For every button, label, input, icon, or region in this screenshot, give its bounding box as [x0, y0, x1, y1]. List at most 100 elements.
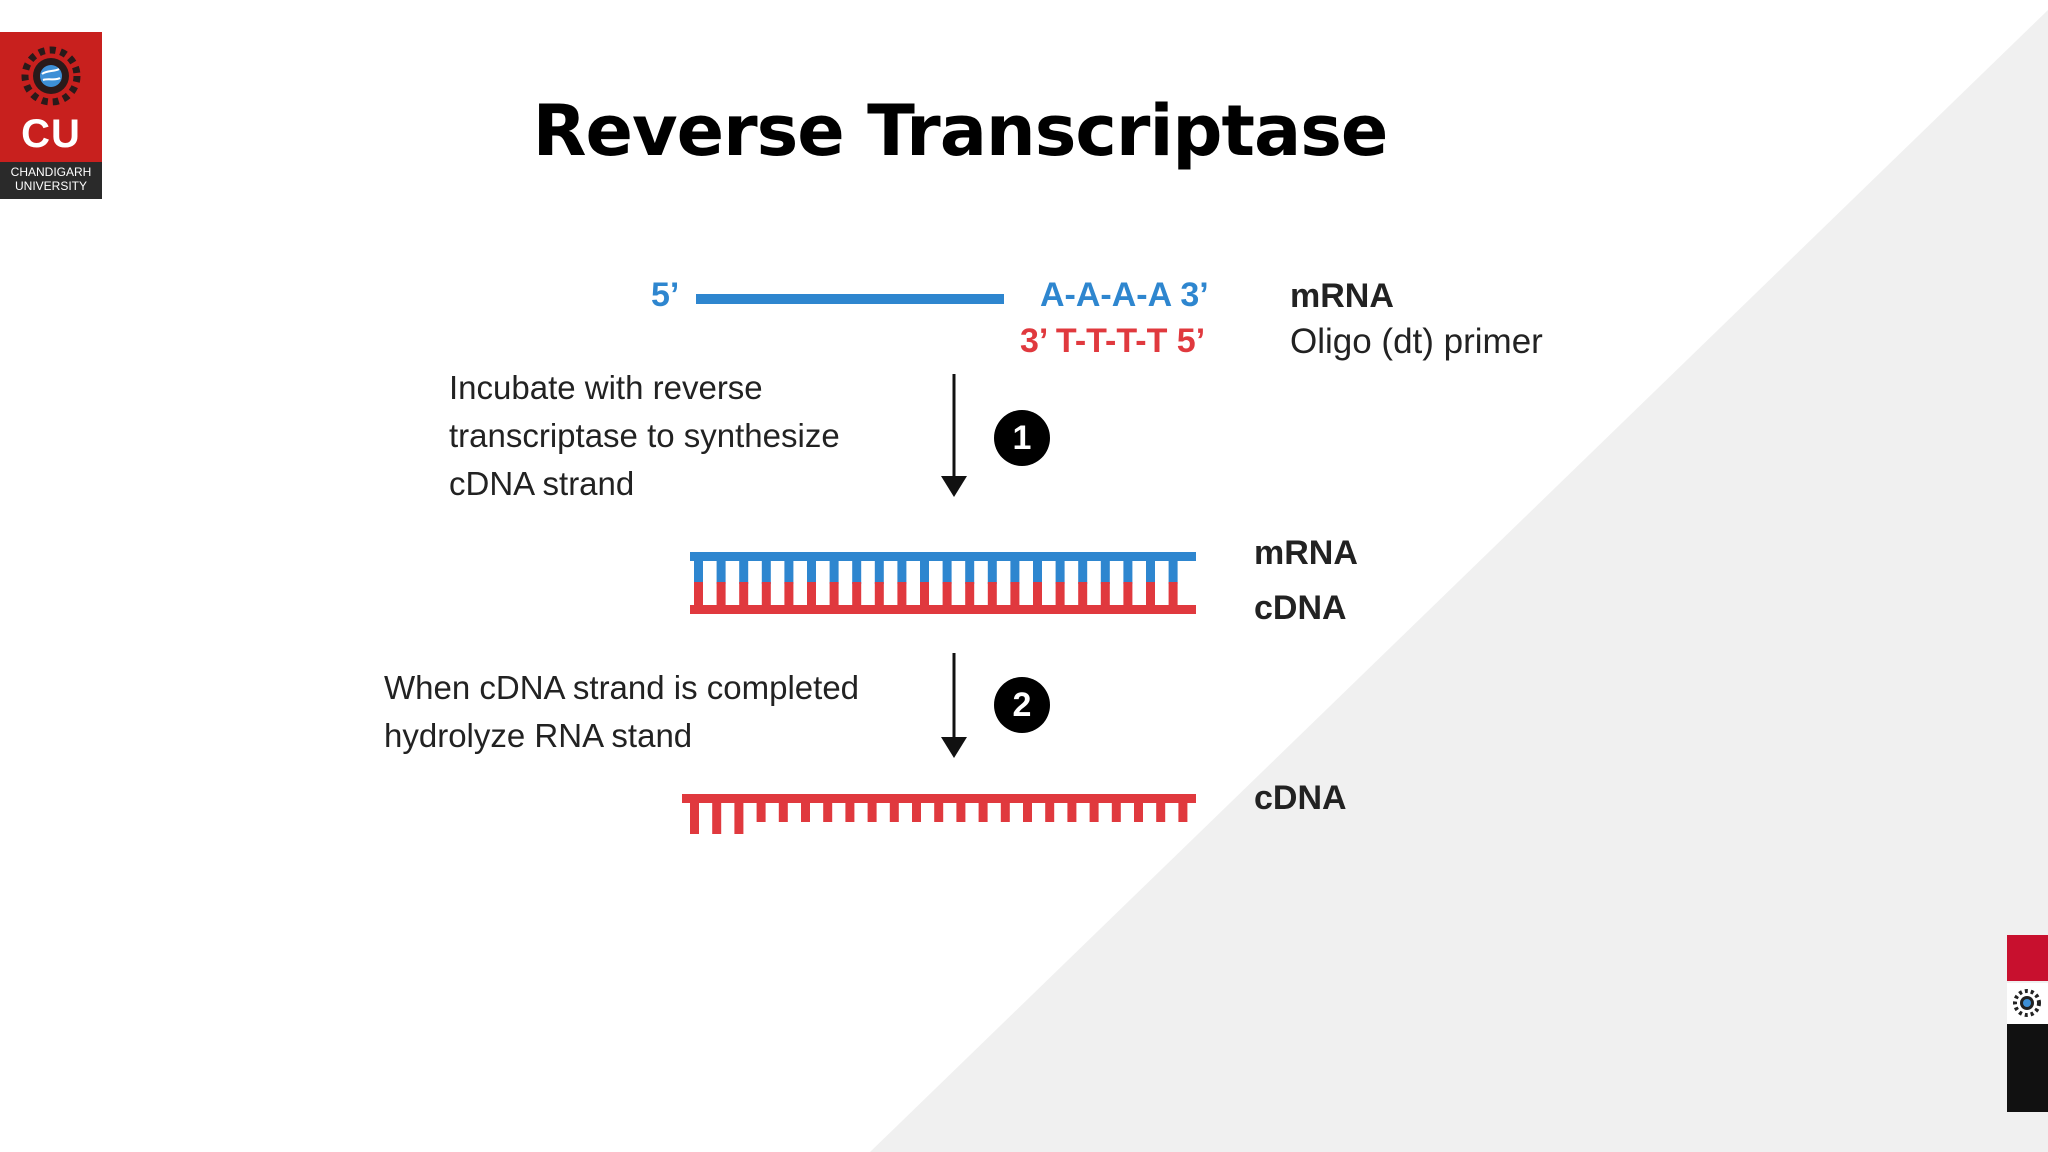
cdna-base: [690, 800, 699, 834]
cdna-base: [1146, 582, 1155, 606]
mrna-base: [897, 560, 907, 584]
step-2-arrow: [941, 653, 967, 758]
mrna-label-top: mRNA: [1290, 277, 1394, 315]
cdna-base: [920, 582, 929, 606]
cdna-backbone: [682, 794, 1196, 803]
cdna-base: [965, 582, 975, 606]
mrna-base: [1100, 560, 1110, 584]
step-1-line: cDNA strand: [449, 465, 635, 502]
slide-title: Reverse Transcriptase: [532, 90, 1389, 172]
mrna-label-hybrid: mRNA: [1254, 534, 1358, 572]
cdna-base: [1123, 582, 1133, 606]
cdna-base: [1168, 582, 1178, 606]
mrna-base: [1055, 560, 1065, 584]
step-1-badge: 1: [994, 410, 1050, 466]
cdna-base: [1078, 582, 1088, 606]
cdna-base: [1045, 800, 1055, 822]
cdna-label-hybrid: cDNA: [1254, 589, 1347, 627]
cdna-base: [1111, 800, 1121, 822]
mrna-base: [942, 560, 952, 584]
side-tab-icon-box: [2007, 983, 2048, 1024]
cdna-base: [829, 582, 839, 606]
mrna-base: [1123, 560, 1133, 584]
cdna-base: [1067, 800, 1077, 822]
cdna-base: [761, 582, 771, 606]
gear-icon: [2013, 989, 2041, 1017]
cdna-base: [801, 800, 810, 822]
cdna-base: [823, 800, 833, 822]
mrna-base: [1033, 560, 1042, 584]
mrna-cdna-hybrid: [690, 552, 1196, 614]
side-tab-black: [2007, 1024, 2048, 1112]
cdna-base: [734, 800, 744, 834]
gear-globe-icon: [21, 46, 81, 106]
step-1-arrow: [941, 374, 967, 497]
cdna-label-final: cDNA: [1254, 779, 1347, 817]
step-2-line: hydrolyze RNA stand: [384, 717, 693, 754]
cdna-base: [889, 800, 899, 822]
five-prime-label: 5’: [651, 276, 680, 314]
cdna-base: [778, 800, 788, 822]
cdna-base: [1055, 582, 1065, 606]
logo-line-2: UNIVERSITY: [14, 179, 87, 193]
cdna-base: [1023, 800, 1032, 822]
mrna-base: [716, 560, 726, 584]
university-logo: CU CHANDIGARH UNIVERSITY: [0, 32, 102, 199]
cdna-base: [694, 582, 703, 606]
mrna-base: [1146, 560, 1155, 584]
side-tab-red: [2007, 935, 2048, 981]
mrna-backbone: [690, 552, 1196, 561]
mrna-base: [829, 560, 839, 584]
primer-sequence-label: 3’ T-T-T-T 5’: [1020, 322, 1206, 360]
cdna-base: [1010, 582, 1020, 606]
cdna-base: [942, 582, 952, 606]
cdna-base: [712, 800, 722, 834]
cdna-base: [978, 800, 988, 822]
cdna-base: [1100, 582, 1110, 606]
logo-line-1: CHANDIGARH: [10, 165, 92, 179]
mrna-base: [874, 560, 884, 584]
mrna-base: [761, 560, 771, 584]
cdna-backbone: [690, 605, 1196, 614]
cdna-base: [867, 800, 877, 822]
mrna-base: [694, 560, 703, 584]
cdna-base: [897, 582, 907, 606]
cdna-base: [756, 800, 766, 822]
cdna-base: [784, 582, 794, 606]
cdna-base: [912, 800, 921, 822]
oligo-primer-label: Oligo (dt) primer: [1290, 322, 1543, 361]
cdna-base: [739, 582, 749, 606]
cdna-base: [874, 582, 884, 606]
logo-band: [0, 162, 102, 199]
mrna-base: [739, 560, 749, 584]
cdna-base: [716, 582, 726, 606]
logo-mark: CU: [21, 112, 81, 156]
cdna-base: [845, 800, 855, 822]
cdna-base: [1000, 800, 1010, 822]
cdna-base: [1033, 582, 1042, 606]
cdna-base: [1134, 800, 1143, 822]
cdna-base: [987, 582, 997, 606]
mrna-base: [852, 560, 862, 584]
step-1-description: Incubate with reverse transcriptase to s…: [449, 364, 840, 508]
mrna-base: [784, 560, 794, 584]
step-1-line: transcriptase to synthesize: [449, 417, 840, 454]
mrna-base: [987, 560, 997, 584]
poly-a-tail-label: A-A-A-A 3’: [1040, 276, 1209, 314]
mrna-strand: [696, 294, 1004, 304]
mrna-base: [1168, 560, 1178, 584]
cdna-strand: [682, 794, 1196, 834]
mrna-base: [965, 560, 975, 584]
mrna-base: [920, 560, 929, 584]
cdna-base: [1178, 800, 1188, 822]
cdna-base: [1156, 800, 1166, 822]
step-1-line: Incubate with reverse: [449, 369, 763, 406]
step-2-description: When cDNA strand is completed hydrolyze …: [384, 664, 859, 760]
mrna-base: [1078, 560, 1088, 584]
cdna-base: [852, 582, 862, 606]
cdna-base: [1089, 800, 1099, 822]
step-2-badge: 2: [994, 677, 1050, 733]
mrna-base: [807, 560, 816, 584]
